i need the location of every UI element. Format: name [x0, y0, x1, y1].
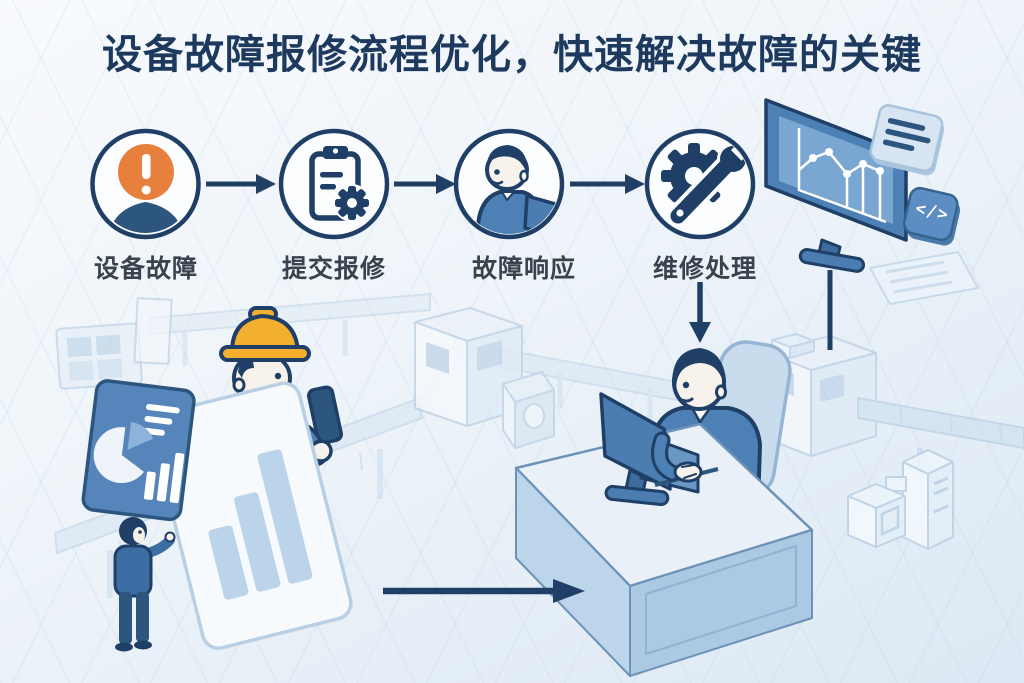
pie-chart-icon — [93, 421, 154, 484]
hard-hat-icon — [219, 306, 311, 362]
left-dashboard — [81, 379, 353, 652]
step-label-equipment-fault: 设备故障 — [93, 255, 198, 283]
background-box — [133, 297, 173, 365]
storage-boxes — [847, 449, 954, 550]
pie-chart-panel — [81, 379, 196, 522]
step-label-fault-response: 故障响应 — [471, 255, 576, 283]
chart-dots — [809, 148, 884, 178]
bar-chart-icon — [208, 525, 249, 600]
worker-eye — [274, 372, 282, 380]
clipboard-gear-icon — [309, 146, 371, 222]
paper-sheet — [869, 251, 979, 305]
desk-scene — [514, 340, 814, 677]
gear — [333, 184, 371, 222]
message-card-icon — [869, 104, 945, 176]
step-label-submit-repair: 提交报修 — [281, 255, 386, 283]
step-circle-submit-repair — [278, 128, 390, 240]
monitor-screen — [779, 116, 893, 224]
step-label-repair-handling: 维修处理 — [652, 255, 757, 283]
arrow-bottom — [383, 579, 585, 603]
step-circle-fault-response — [453, 128, 565, 240]
worker-ear — [232, 377, 246, 393]
page-title: 设备故障报修流程优化，快速解决故障的关键 — [102, 33, 922, 77]
flow-arrows — [206, 174, 645, 194]
machine-center — [414, 307, 555, 449]
wall-panel — [55, 322, 143, 390]
analytics-monitor — [764, 98, 908, 350]
machine-right — [764, 333, 1024, 480]
bar-chart-panel — [149, 381, 353, 650]
step-circle-equipment-fault — [90, 128, 201, 240]
wrench — [666, 135, 750, 228]
arrow-down — [689, 282, 711, 343]
phone — [307, 385, 343, 445]
monitor-front — [599, 392, 672, 491]
small-person — [113, 517, 176, 652]
gear-wrench-icon — [661, 135, 750, 228]
code-icon — [902, 186, 961, 246]
process-flow — [90, 128, 756, 603]
step-circle-repair-handling — [644, 128, 756, 240]
operator-arm — [651, 431, 719, 487]
operator-hair — [672, 348, 727, 392]
